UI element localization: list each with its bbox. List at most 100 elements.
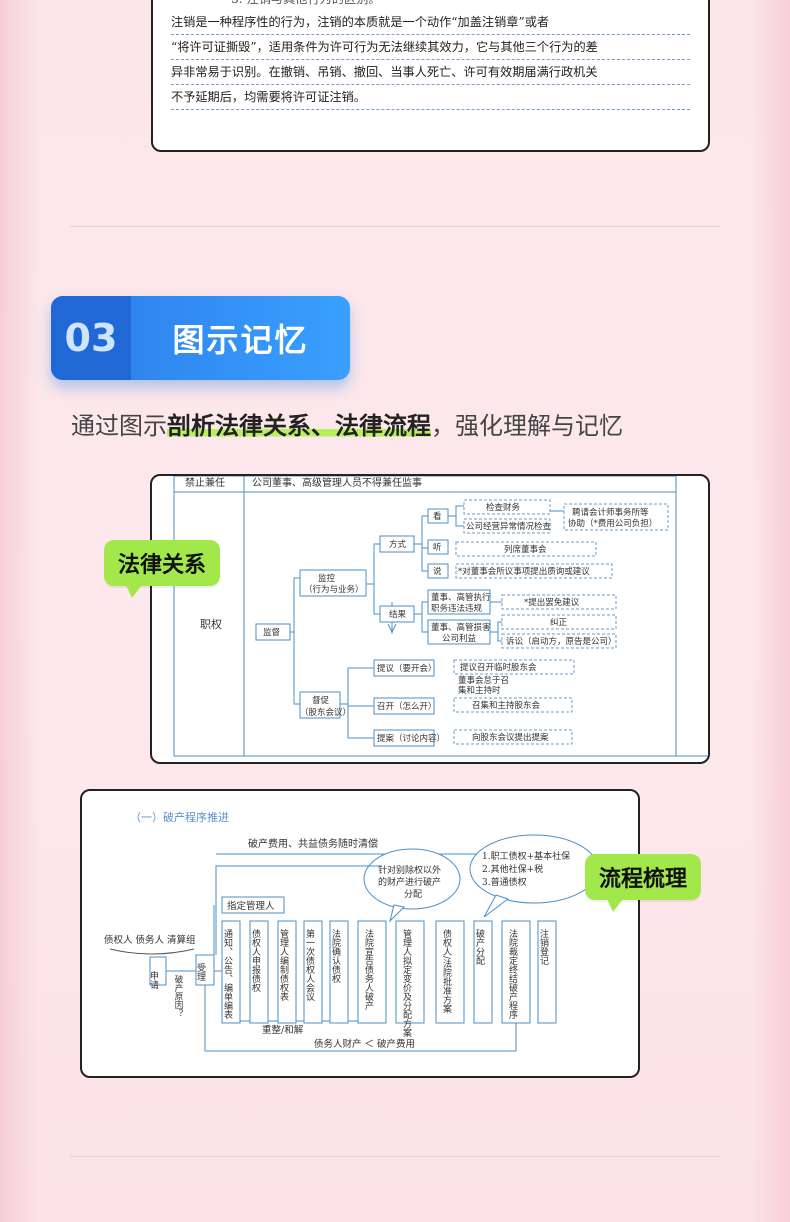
section-title: 图示记忆: [172, 321, 309, 359]
d2-step-4: 第一次债权人会议: [304, 928, 315, 1002]
excerpt-line-4: 不予延期后，均需要将许可证注销。: [171, 85, 690, 110]
d1-t-conv-a: 董事会怠于召: [458, 675, 509, 686]
d1-box-propose: [453, 659, 575, 675]
d1-header-left: 禁止兼任: [185, 476, 225, 489]
d2-step-7: 管理人拟定变价及分配方案: [401, 928, 412, 1038]
d1-t-attend: 列席董事会: [504, 544, 547, 555]
d2-step-3: 管理人编制债权表: [278, 928, 289, 1002]
d1-t-convene-t: 召集和主持股东会: [472, 700, 541, 711]
d1-node-urge: [299, 691, 341, 719]
d1-row-label: 职权: [200, 618, 222, 631]
d2-bubble2-l3: 3.普通债权: [482, 876, 527, 888]
d1-t-method: 方式: [389, 539, 407, 550]
d1-node-listen: [427, 539, 449, 555]
excerpt-line-2: “将许可证撕毁”，适用条件为许可行为无法继续其效力，它与其他三个行为的差: [171, 35, 690, 60]
d1-box-motion: [453, 729, 573, 745]
tag-legal-relation: 法律关系: [104, 540, 221, 598]
bankruptcy-flow-diagram-card: （一）破产程序推进 破产费用、共益债务随时清偿 针对别除权以外 的财产进行破产 …: [80, 789, 640, 1078]
d2-top-note: 破产费用、共益债务随时清偿: [248, 837, 378, 850]
d1-connectors: [290, 505, 564, 739]
d1-t-convene: 召开（怎么开）: [377, 701, 437, 712]
d1-t-monitor1: 监控: [318, 573, 336, 584]
d1-t-look: 看: [433, 511, 442, 522]
d2-step-8: 债权人/法院批准方案: [441, 928, 452, 1014]
d2-box-assign: [221, 896, 285, 914]
d2-step-9: 破产分配: [474, 928, 485, 966]
excerpt-line-3: 异非常易于识别。在撤销、吊销、撤回、当事人死亡、许可有效期届满行政机关: [171, 60, 690, 85]
d1-node-supervise: [255, 623, 291, 641]
d2-bubble1-l3: 分配: [404, 889, 422, 900]
d2-step-2: 债权人申报债权: [250, 928, 261, 993]
text-excerpt-card: 3. 注销与其他行为的区别。 注销是一种程序性的行为，注销的本质就是一个动作“加…: [151, 0, 710, 152]
excerpt-line-1: 注销是一种程序性的行为，注销的本质就是一个动作“加盖注销章”或者: [171, 10, 690, 35]
d2-bubble2-l2: 2.其他社保+税: [482, 863, 543, 875]
d1-t-monitor2: （行为与业务）: [304, 584, 364, 595]
d1-t-correct: 纠正: [550, 618, 568, 628]
section-divider-bottom: [70, 1156, 720, 1157]
subtitle-post: ，强化理解与记忆: [431, 412, 623, 440]
d2-cause: 破产原因？: [173, 974, 183, 1017]
section-header-badge: 03 图示记忆: [51, 296, 350, 380]
d2-reorg: 重整/和解: [262, 1024, 304, 1036]
d2-title: （一）破产程序推进: [130, 810, 229, 824]
d2-bubble1-l2: 的财产进行破产: [378, 876, 441, 888]
d1-t-speak: 说: [433, 566, 442, 577]
tag-process: 流程梳理: [585, 854, 702, 912]
subtitle-pre: 通过图示: [71, 412, 167, 440]
legal-relation-diagram: 禁止兼任 公司董事、高级管理人员不得兼任监事 职权: [173, 476, 708, 757]
d2-step-10: 法院裁定终结破产程序: [507, 928, 518, 1020]
d1-node-r1: [427, 589, 491, 615]
section-subtitle: 通过图示剖析法律关系、法律流程，强化理解与记忆: [71, 406, 623, 441]
d2-steps: [221, 920, 557, 1024]
d1-t-conv-b: 集和主持时: [458, 685, 501, 696]
d1-t-lawsuit: 诉讼（启动方，原告是公司）: [506, 636, 617, 647]
d1-t-propose-t: 提议召开临时股东会: [460, 662, 537, 673]
clipped-heading: 3. 注销与其他行为的区别。: [171, 0, 690, 10]
d2-step-1: 通知、公告、编单编表: [222, 929, 233, 1020]
d1-box-check-fin: [463, 499, 551, 515]
subtitle-highlight: 剖析法律关系、法律流程: [167, 412, 431, 440]
d1-box-lawsuit: [501, 633, 617, 649]
legal-relation-diagram-card: 禁止兼任 公司董事、高级管理人员不得兼任监事 职权: [150, 474, 710, 764]
d1-node-motion: [373, 729, 435, 747]
d1-t-hire1: 聘请会计师事务所等: [572, 507, 649, 518]
d2-parties-brace: [109, 948, 195, 955]
d2-assign: 指定管理人: [227, 900, 275, 912]
d1-node-method: [379, 535, 415, 553]
d1-box-remove: [501, 594, 617, 610]
d1-node-monitor: [299, 569, 367, 597]
d1-t-supervise: 监督: [263, 627, 281, 638]
d1-t-r2a: 董事、高管损害: [431, 622, 491, 633]
d1-t-speak-text: *对董事会所议事项提出质询或建议: [458, 566, 590, 577]
d1-t-result: 结果: [389, 609, 407, 620]
d1-node-r2: [427, 619, 491, 645]
d1-t-check-fin: 检查财务: [486, 502, 521, 513]
d2-step-5: 法院确认债权: [330, 928, 341, 984]
d1-node-look: [427, 508, 449, 524]
d1-t-listen: 听: [433, 543, 442, 553]
d1-t-r2b: 公司利益: [442, 633, 477, 644]
d1-node-convene: [373, 697, 435, 715]
d2-bottom-note: 债务人财产 ＜ 破产费用: [314, 1038, 415, 1050]
d2-parties: 债权人 债务人 清算组: [104, 934, 196, 946]
d1-node-propose: [373, 659, 435, 677]
d2-bubble2-l1: 1.职工债权+基本社保: [482, 850, 570, 862]
d1-box-convene: [453, 697, 573, 713]
d1-box-hire: [563, 503, 669, 531]
d1-header-right: 公司董事、高级管理人员不得兼任监事: [252, 476, 422, 489]
section-divider-top: [70, 226, 720, 227]
bankruptcy-flow-diagram: （一）破产程序推进 破产费用、共益债务随时清偿 针对别除权以外 的财产进行破产 …: [104, 810, 599, 1052]
d2-apply: 申请: [148, 970, 159, 990]
d1-box-speak: [455, 563, 613, 579]
d1-box-correct: [501, 614, 617, 630]
d1-t-r1a: 董事、高管执行: [431, 592, 491, 603]
d1-frame: [173, 476, 677, 757]
d2-bubble1-l1: 针对别除权以外: [378, 864, 441, 876]
d2-step-11: 注销登记: [538, 928, 549, 965]
d1-t-r1b: 职务违法违规: [431, 603, 483, 614]
d1-box-check-abn: [463, 518, 551, 534]
right-edge-shade: [750, 0, 790, 1222]
d1-t-urge1: 督促: [312, 695, 330, 706]
d2-accept: 受理: [195, 962, 206, 981]
d1-box-attend: [455, 541, 597, 557]
